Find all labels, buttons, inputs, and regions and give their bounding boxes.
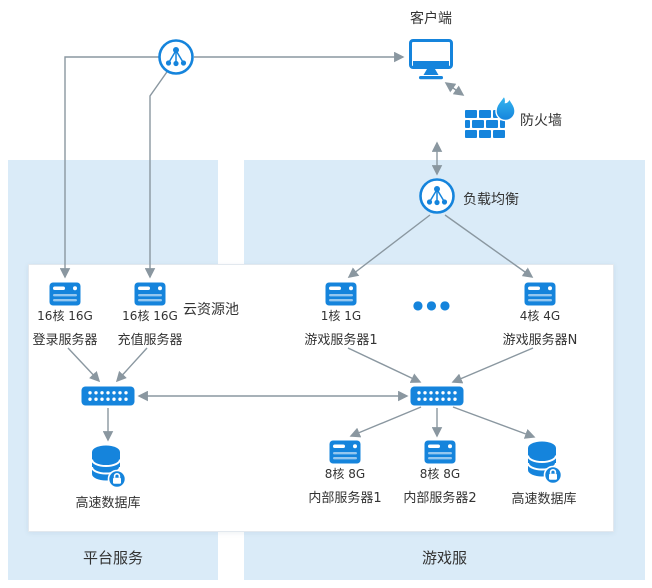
node-recharge-server: 16核 16G 充值服务器 [102,282,198,348]
server-label: 内部服务器2 [403,491,477,506]
server-icon [49,282,81,306]
server-label: 登录服务器 [32,333,98,348]
server-icon [329,440,361,464]
server-spec: 16核 16G [122,309,178,323]
node-game-server-1: 1核 1G 游戏服务器1 [293,282,389,348]
firewall-icon [465,94,516,138]
node-game-server-n: 4核 4G 游戏服务器N [492,282,588,348]
server-label: 游戏服务器N [502,333,578,348]
client-monitor-icon [409,39,453,80]
server-spec: 8核 8G [324,467,366,481]
game-db-label: 高速数据库 [511,492,577,507]
database-lock-icon [527,441,563,485]
server-icon [325,282,357,306]
node-internal-server-1: 8核 8G 内部服务器1 [297,440,393,506]
load-balancer-icon [158,39,194,75]
server-spec: 1核 1G [320,309,362,323]
firewall-label: 防火墙 [520,113,562,129]
server-label: 游戏服务器1 [304,333,378,348]
server-spec: 4核 4G [519,309,561,323]
server-label: 内部服务器1 [308,491,382,506]
server-icon [424,440,456,464]
client-label: 客户端 [410,11,452,27]
node-login-server: 16核 16G 登录服务器 [17,282,113,348]
zone-label-platform: 平台服务 [82,549,143,567]
load-balancer-label: 负载均衡 [463,192,519,208]
node-internal-server-2: 8核 8G 内部服务器2 [392,440,488,506]
server-icon [524,282,556,306]
switch-icon [410,386,464,406]
zone-label-game: 游戏服 [421,549,467,567]
switch-icon [81,386,135,406]
server-spec: 16核 16G [37,309,93,323]
server-spec: 8核 8G [419,467,461,481]
platform-db-label: 高速数据库 [75,496,141,511]
ellipsis-dots: ●●● [412,298,454,312]
server-icon [134,282,166,306]
load-balancer-icon [419,178,455,214]
cloud-pool-label: 云资源池 [183,302,239,318]
database-lock-icon [91,445,127,489]
server-label: 充值服务器 [117,333,183,348]
